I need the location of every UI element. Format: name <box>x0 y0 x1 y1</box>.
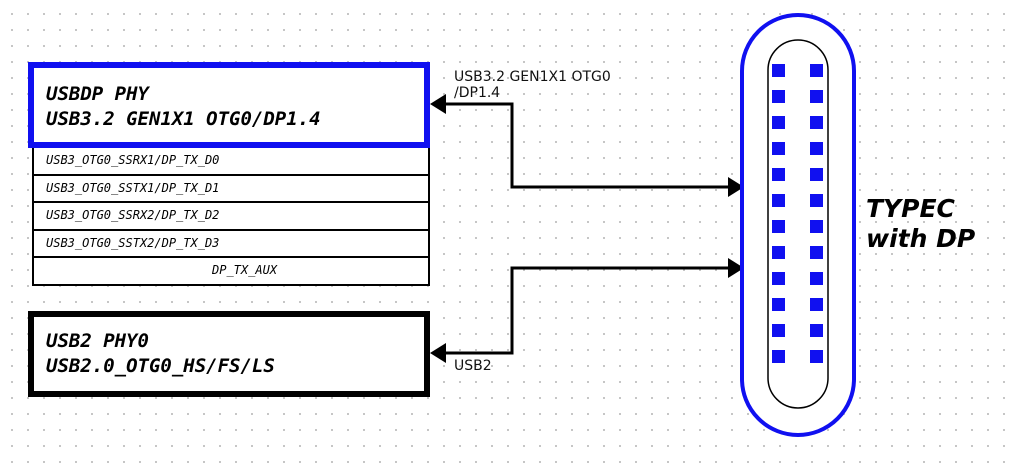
usb2-phy-block: USB2 PHY0 USB2.0_OTG0_HS/FS/LS <box>28 311 430 397</box>
signal-row: DP_TX_AUX <box>212 263 278 277</box>
usb2-arrow-right <box>728 258 744 278</box>
typec-pin <box>772 168 785 181</box>
typec-pin <box>772 220 785 233</box>
usb3-arrow-left <box>430 94 446 114</box>
signal-row: USB3_OTG0_SSTX2/DP_TX_D3 <box>34 231 428 258</box>
typec-pins <box>772 64 823 363</box>
typec-connector-inner <box>767 39 829 409</box>
typec-pin <box>810 168 823 181</box>
usbdp-phy-title: USBDP PHY <box>46 83 149 105</box>
typec-pin <box>772 246 785 259</box>
signal-row: USB3_OTG0_SSRX1/DP_TX_D0 <box>34 148 428 176</box>
typec-pin <box>810 194 823 207</box>
typec-pin <box>810 142 823 155</box>
typec-pin <box>772 350 785 363</box>
usbdp-signal-list: USB3_OTG0_SSRX1/DP_TX_D0 USB3_OTG0_SSTX1… <box>32 148 430 286</box>
usb2-phy-subtitle: USB2.0_OTG0_HS/FS/LS <box>46 355 275 377</box>
typec-label-line1: TYPEC <box>866 194 955 223</box>
typec-pin <box>810 220 823 233</box>
typec-label: TYPEC with DP <box>866 194 975 254</box>
usb3-bus-label-line1: USB3.2 GEN1X1 OTG0 <box>454 69 611 85</box>
typec-pin <box>772 298 785 311</box>
typec-pin <box>810 350 823 363</box>
usb2-phy-title: USB2 PHY0 <box>46 330 149 352</box>
typec-label-line2: with DP <box>866 224 976 253</box>
typec-pin <box>810 324 823 337</box>
usb2-arrow-left <box>430 343 446 363</box>
typec-pin <box>810 116 823 129</box>
typec-connector <box>740 13 856 437</box>
signal-row: USB3_OTG0_SSRX2/DP_TX_D2 <box>34 203 428 231</box>
usb2-wire <box>446 266 730 355</box>
usb2-bus-label: USB2 <box>454 358 492 374</box>
typec-pin <box>772 64 785 77</box>
typec-pin <box>772 324 785 337</box>
typec-pin <box>810 272 823 285</box>
typec-pin <box>810 64 823 77</box>
usb3-dp-wire <box>446 102 730 189</box>
signal-row: USB3_OTG0_SSTX1/DP_TX_D1 <box>34 176 428 203</box>
typec-pin <box>772 90 785 103</box>
typec-pin <box>772 272 785 285</box>
usbdp-phy-block: USBDP PHY USB3.2 GEN1X1 OTG0/DP1.4 <box>28 62 430 148</box>
typec-pin <box>772 194 785 207</box>
typec-pin <box>772 142 785 155</box>
typec-pin <box>810 90 823 103</box>
typec-pin <box>810 246 823 259</box>
usbdp-phy-subtitle: USB3.2 GEN1X1 OTG0/DP1.4 <box>46 108 321 130</box>
usb3-bus-label-line2: /DP1.4 <box>454 85 501 101</box>
usb3-arrow-right <box>728 177 744 197</box>
typec-pin <box>772 116 785 129</box>
typec-pin <box>810 298 823 311</box>
